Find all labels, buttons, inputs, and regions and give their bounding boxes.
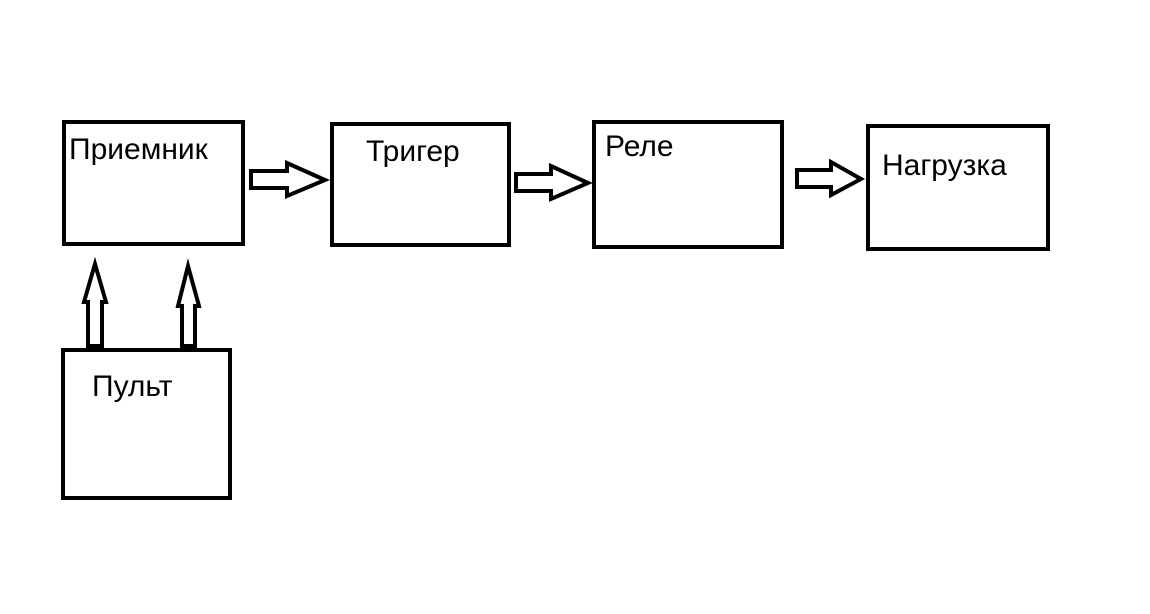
arrow-relay-to-load xyxy=(795,158,866,199)
relay-label: Реле xyxy=(605,130,674,163)
trigger-block: Тригер xyxy=(330,122,511,247)
receiver-label: Приемник xyxy=(69,133,208,166)
remote-block: Пульт xyxy=(61,348,232,500)
remote-label: Пульт xyxy=(92,370,173,403)
arrow-trigger-to-relay xyxy=(514,162,593,203)
arrow-receiver-to-trigger xyxy=(249,159,331,200)
arrow-remote-to-receiver-left xyxy=(81,256,109,348)
arrow-remote-to-receiver-right xyxy=(175,258,202,348)
load-label: Нагрузка xyxy=(882,149,1007,182)
trigger-label: Тригер xyxy=(366,135,460,168)
receiver-block: Приемник xyxy=(62,120,245,246)
load-block: Нагрузка xyxy=(866,124,1050,251)
relay-block: Реле xyxy=(592,120,784,249)
